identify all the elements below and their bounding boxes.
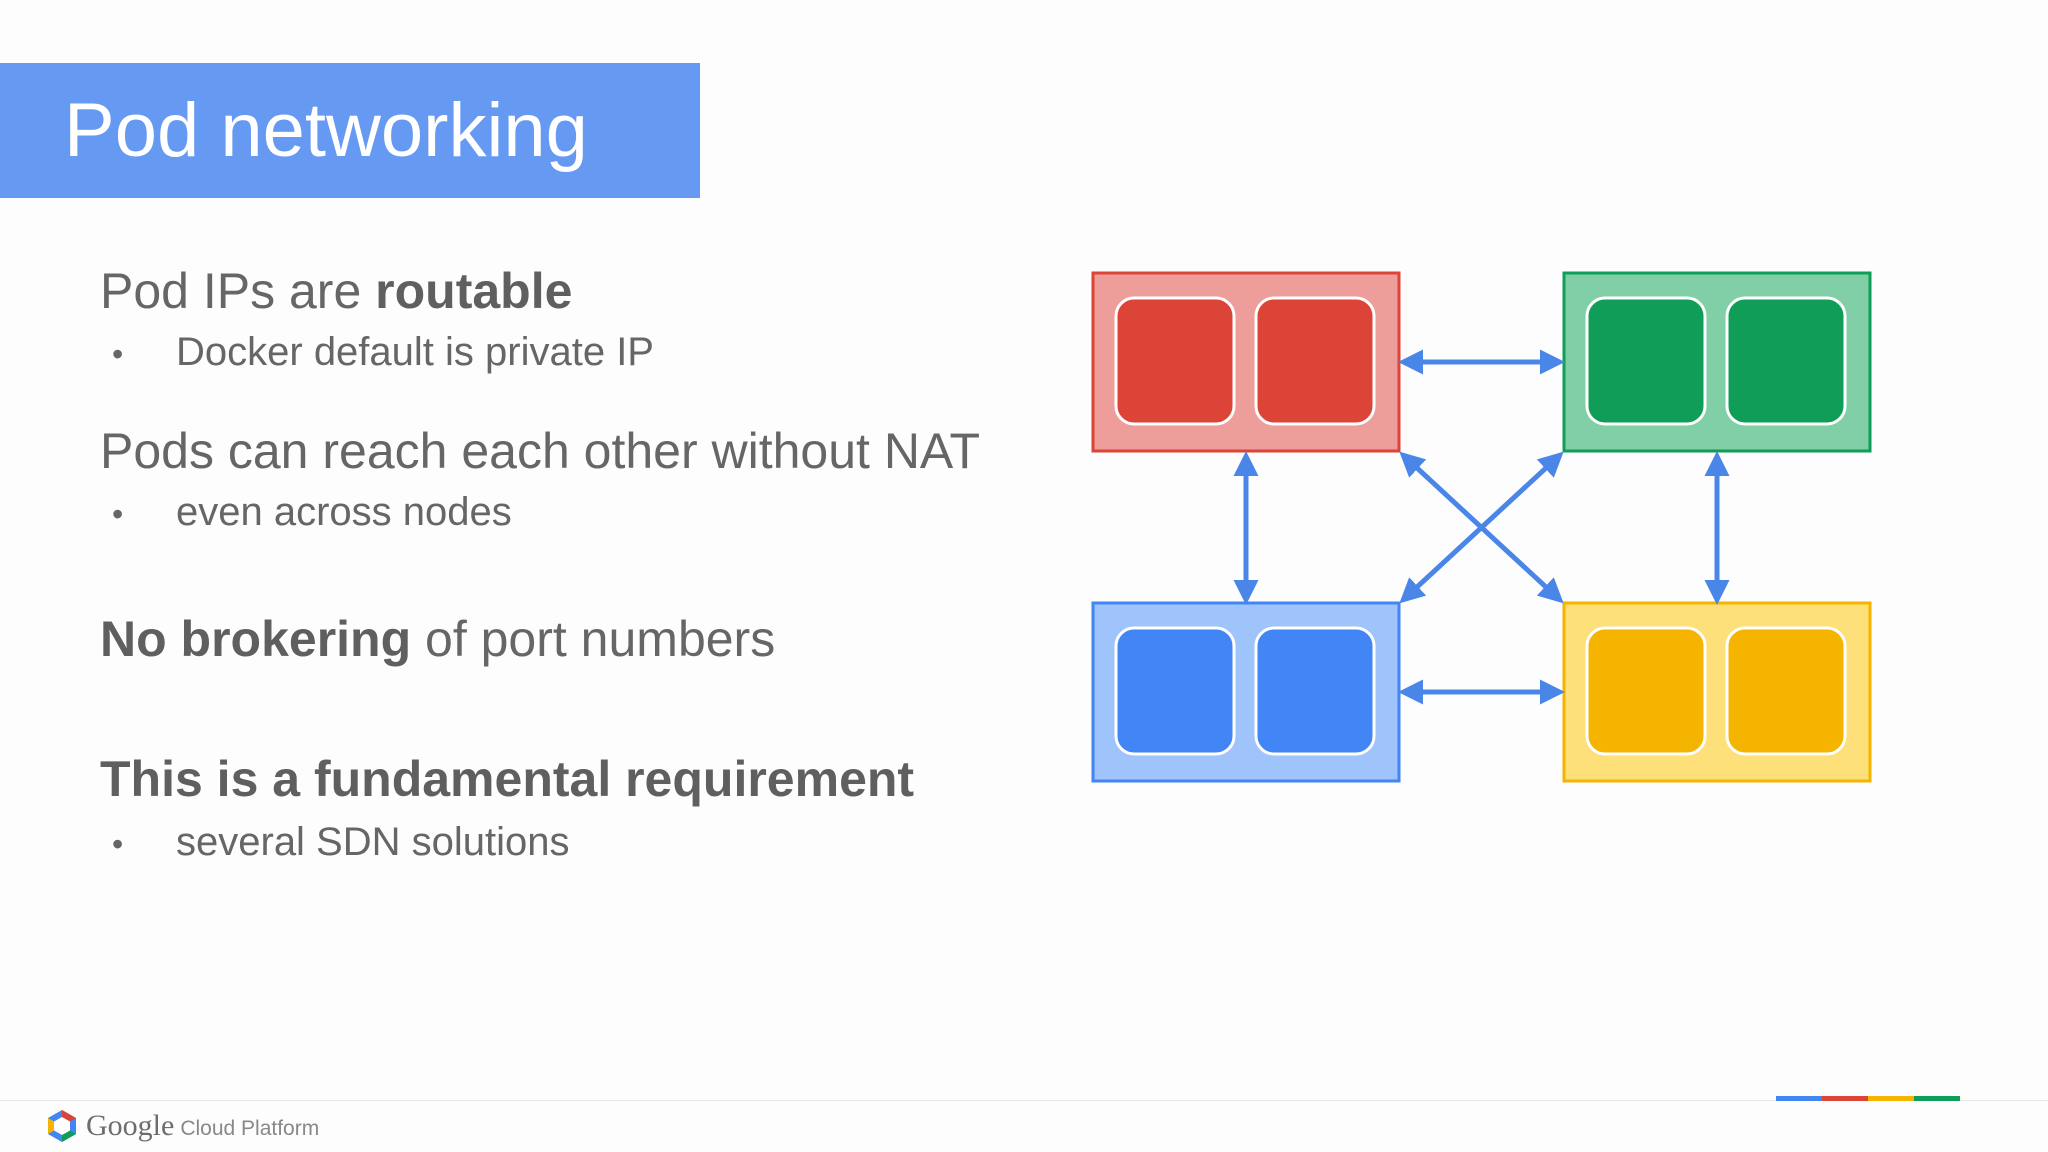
pod-network-diagram (1091, 271, 1872, 783)
sub-bullet: •several SDN solutions (112, 820, 570, 864)
pod-blue (1254, 626, 1376, 756)
pod-yellow (1585, 626, 1707, 756)
bullet-icon: • (112, 335, 124, 372)
cloud-platform-label: Cloud Platform (180, 1117, 320, 1140)
point-heading: This is a fundamental requirement (100, 751, 915, 807)
bullet-icon: • (112, 825, 124, 862)
title-bar: Pod networking (0, 63, 700, 198)
point-heading: Pod IPs are routable (100, 263, 573, 319)
pod-red (1114, 296, 1236, 426)
colorbar-segment (1822, 1096, 1868, 1101)
bidirectional-arrow (1399, 451, 1564, 604)
node-yellow (1562, 601, 1872, 783)
sub-bullet: •Docker default is private IP (112, 330, 654, 374)
google-cloud-hexagon-icon (48, 1110, 76, 1142)
point-heading: Pods can reach each other without NAT (100, 423, 981, 479)
node-red (1091, 271, 1401, 453)
bullet-icon: • (112, 495, 124, 532)
colorbar-segment (1776, 1096, 1822, 1101)
footer-divider (0, 1100, 2048, 1101)
sub-bullet: •even across nodes (112, 490, 512, 534)
colorbar-segment (1868, 1096, 1914, 1101)
node-blue (1091, 601, 1401, 783)
google-wordmark: Google (86, 1109, 175, 1142)
page-title: Pod networking (64, 88, 588, 173)
node-green (1562, 271, 1872, 453)
colorbar-segment (1914, 1096, 1960, 1101)
pod-green (1585, 296, 1707, 426)
pod-yellow (1725, 626, 1847, 756)
pod-red (1254, 296, 1376, 426)
point-heading: No brokering of port numbers (100, 611, 776, 667)
brand-colorbar (1776, 1096, 1960, 1101)
pod-green (1725, 296, 1847, 426)
pod-blue (1114, 626, 1236, 756)
